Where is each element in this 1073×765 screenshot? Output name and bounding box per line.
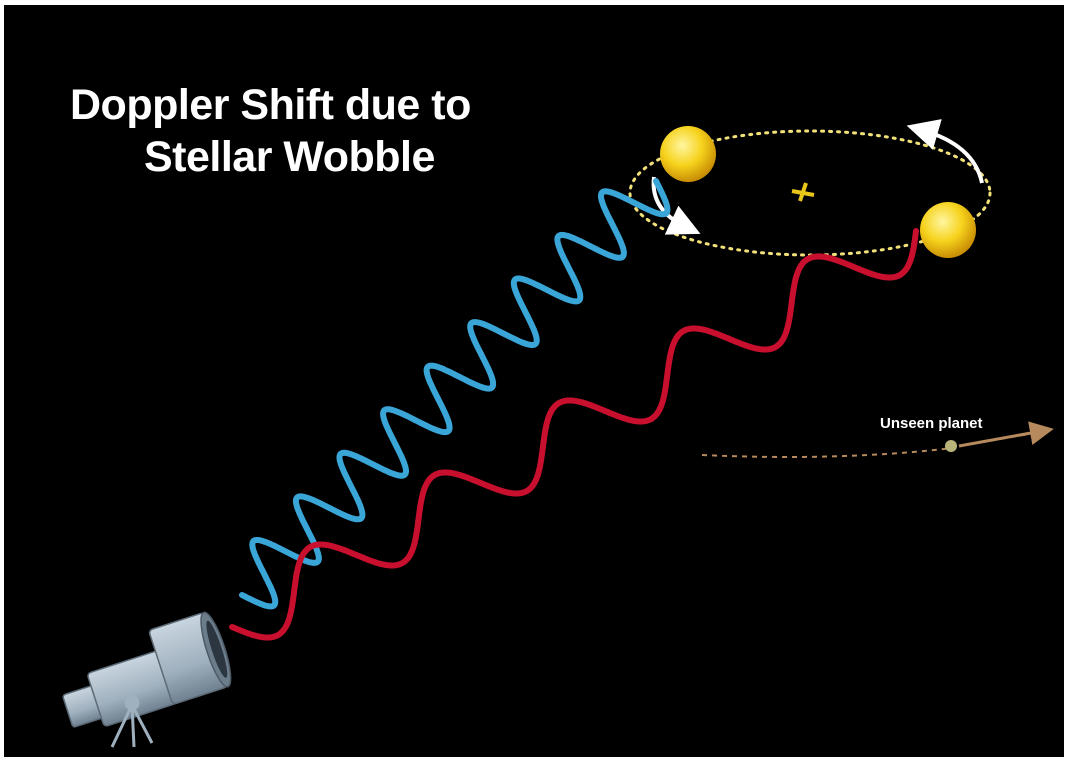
diagram-canvas: Doppler Shift due to Stellar Wobble [4, 5, 1064, 757]
star-icon [920, 202, 976, 258]
title-line-2: Stellar Wobble [144, 133, 435, 181]
redshift-wave [229, 228, 919, 641]
arrow-icon [958, 421, 1054, 448]
unseen-planet-label: Unseen planet [880, 415, 983, 432]
diagram-title: Doppler Shift due to Stellar Wobble [70, 79, 471, 183]
title-line-1: Doppler Shift due to [70, 81, 471, 129]
telescope-icon [62, 611, 232, 728]
diagram-graphics [62, 119, 1054, 748]
arrow-icon [906, 119, 984, 184]
planet-icon [945, 440, 957, 452]
planet-path [701, 431, 1041, 458]
star-icon [660, 126, 716, 182]
blueshift-wave [239, 178, 671, 610]
barycenter-icon [791, 182, 815, 202]
tripod [110, 695, 154, 748]
